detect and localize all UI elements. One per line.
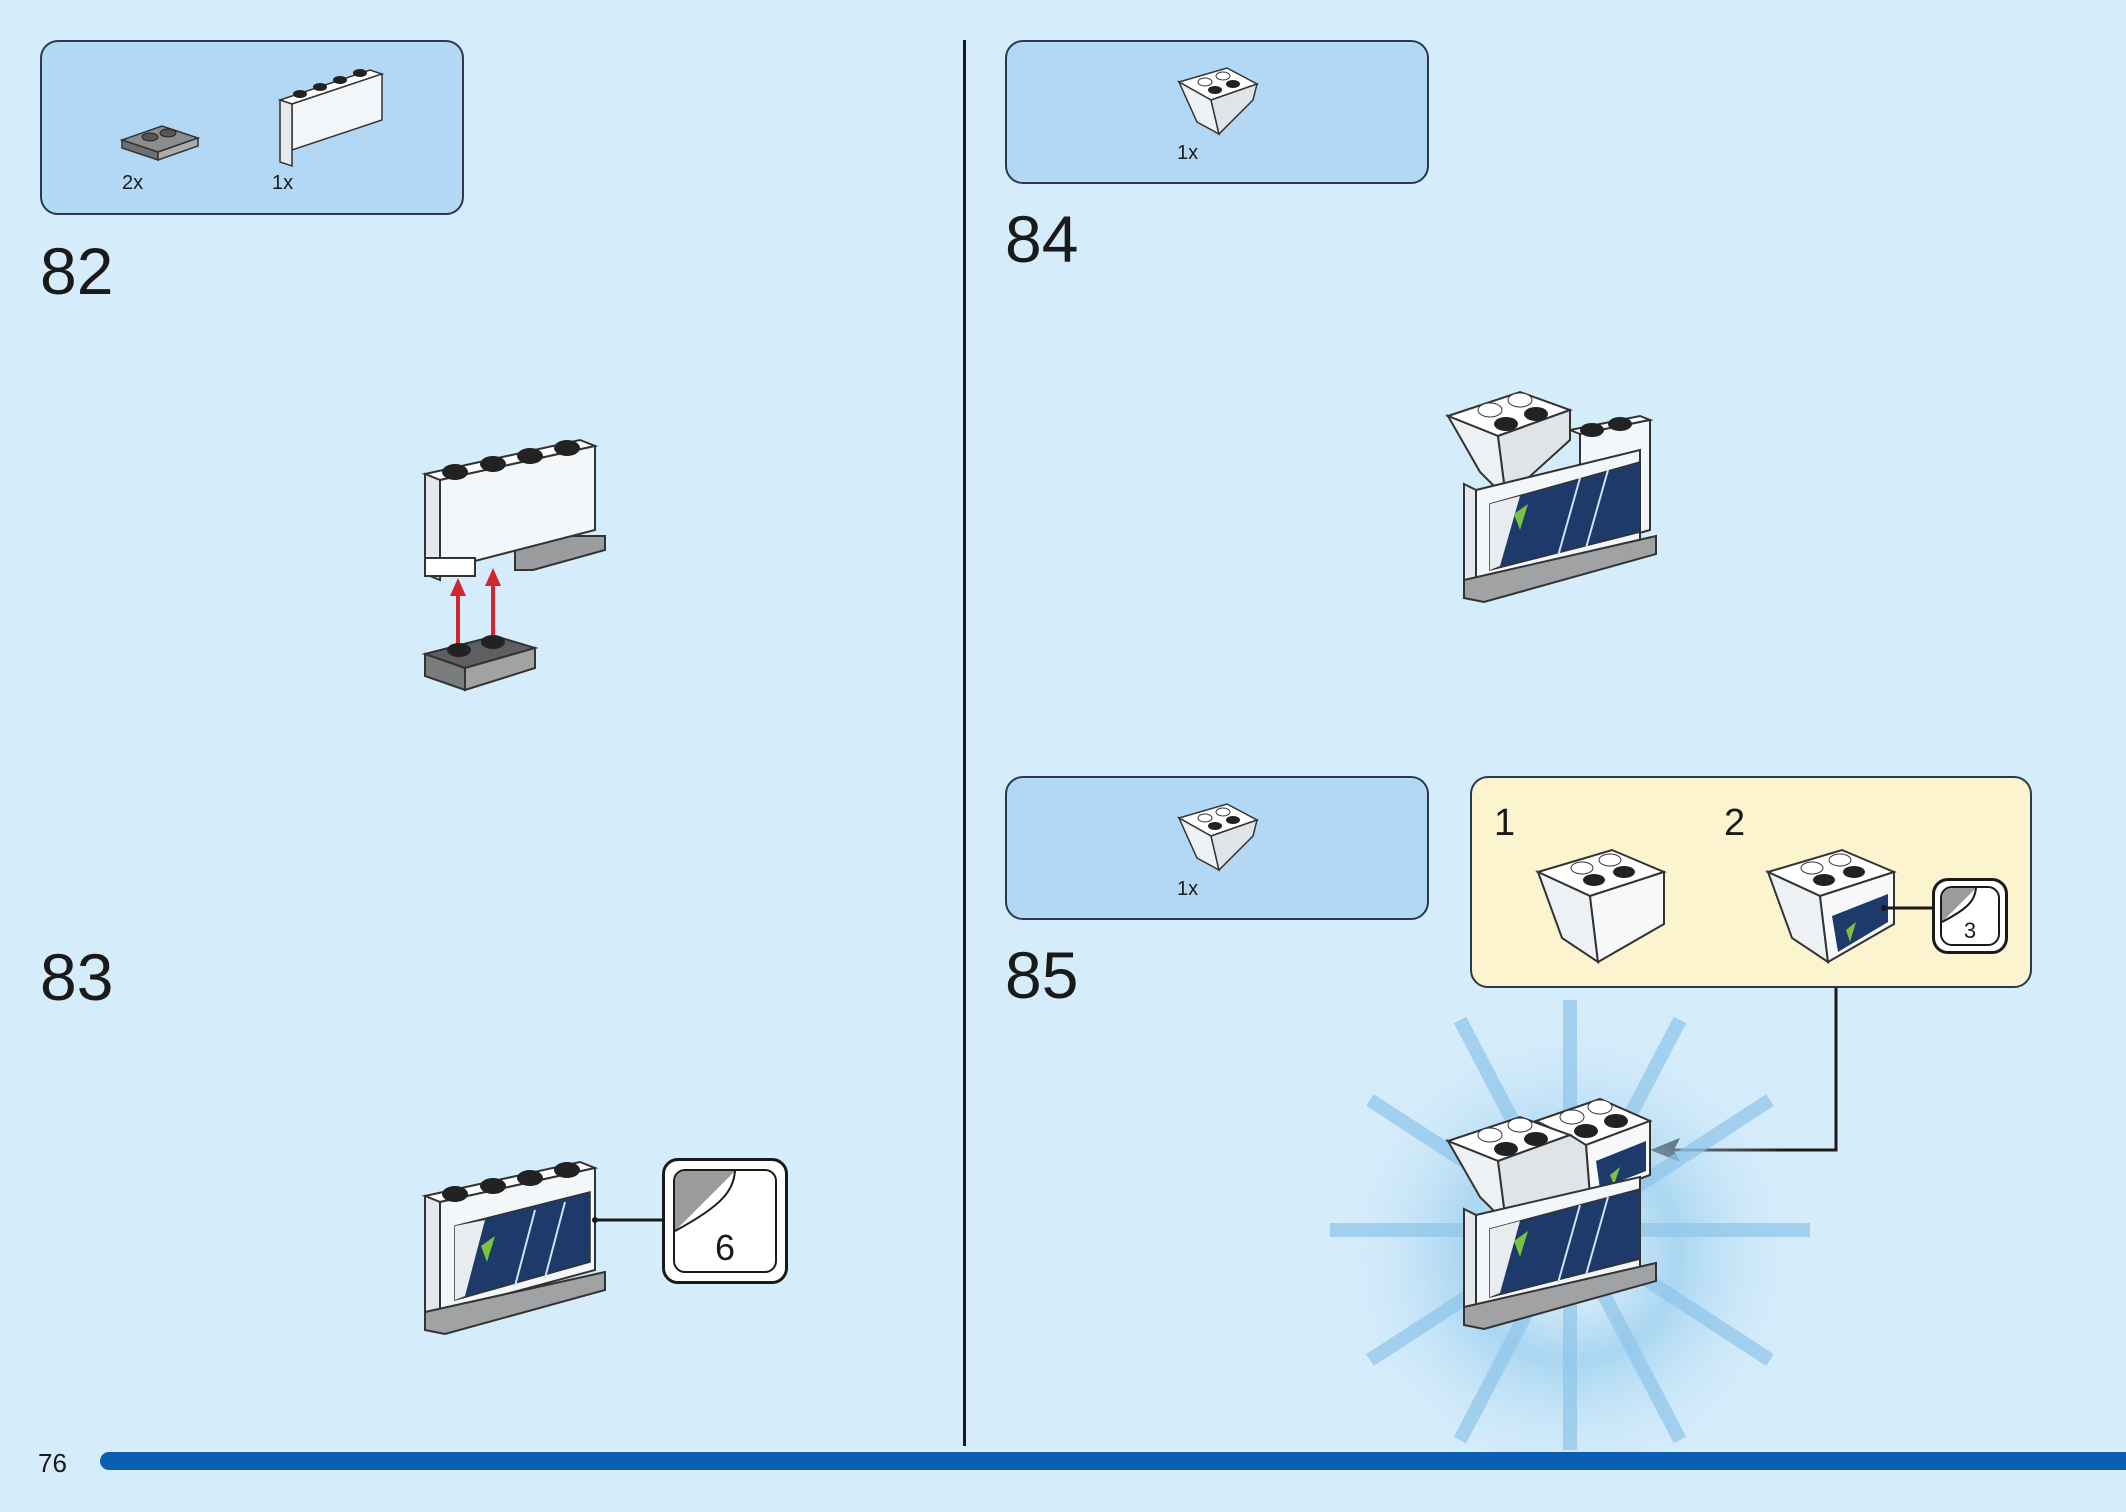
part-qty: 2x — [122, 172, 144, 194]
substep-1-illustration — [1535, 848, 1667, 965]
sticker-reference-6: 6 — [662, 1158, 788, 1284]
progress-bar — [100, 1452, 2126, 1470]
sticker-number: 3 — [1963, 918, 1977, 943]
page-divider — [963, 40, 966, 1446]
white-slope-part-icon — [1177, 803, 1259, 872]
step-84-assembly-illustration — [1445, 390, 1657, 604]
parts-box-step-85: 1x — [1005, 776, 1429, 920]
sticker-number: 6 — [714, 1227, 736, 1268]
white-panel-part-icon — [277, 69, 385, 168]
white-slope-part-icon — [1177, 67, 1259, 136]
parts-box-step-82: 2x 1x — [40, 40, 464, 215]
part-qty: 1x — [1177, 878, 1199, 900]
step-number-85: 85 — [1005, 938, 1079, 1012]
step-85-assembly-illustration — [1445, 1097, 1657, 1331]
sticker-peel-icon — [675, 1171, 736, 1232]
substep-number-2: 2 — [1724, 802, 1746, 844]
step-number-84: 84 — [1005, 202, 1079, 276]
part-qty: 1x — [272, 172, 294, 194]
gray-plate-part-icon — [119, 125, 201, 162]
sub-assembly-callout: 1 2 3 — [1470, 776, 2032, 988]
sticker-peel-icon — [1942, 888, 1977, 923]
step-number-83: 83 — [40, 940, 114, 1014]
step-number-82: 82 — [40, 234, 114, 308]
step-83-assembly-illustration — [421, 1160, 665, 1336]
sticker-reference-3: 3 — [1932, 878, 2008, 954]
parts-box-step-84: 1x — [1005, 40, 1429, 184]
page-number: 76 — [38, 1448, 67, 1478]
substep-2-illustration — [1765, 848, 1934, 965]
part-qty: 1x — [1177, 142, 1199, 164]
step-82-assembly-illustration — [421, 438, 606, 692]
substep-number-1: 1 — [1494, 802, 1516, 844]
